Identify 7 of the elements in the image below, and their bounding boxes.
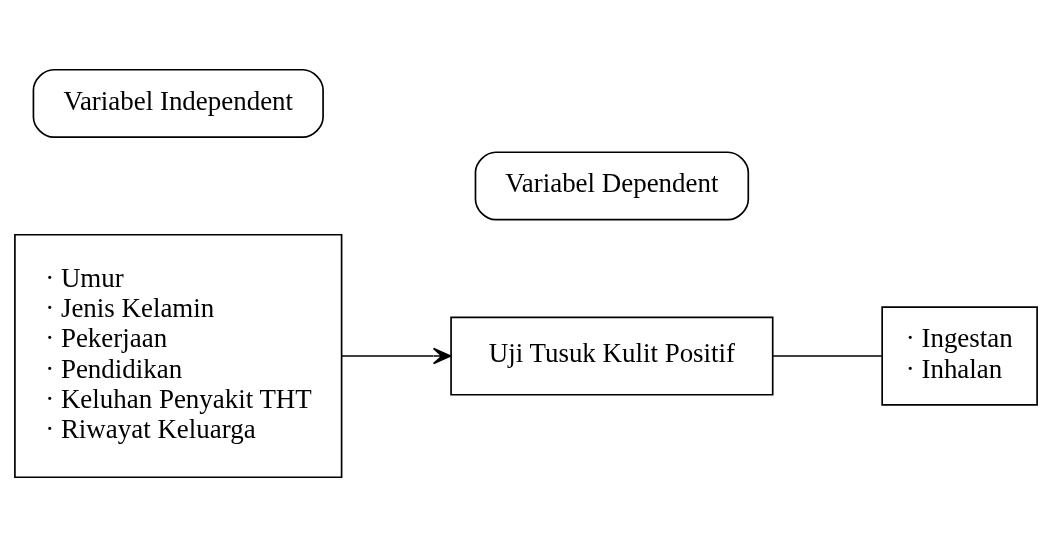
node-box: Variabel Dependent [474, 151, 750, 221]
arrow [341, 347, 452, 365]
node-box: · Ingestan · Inhalan [881, 306, 1038, 406]
node-box: Variabel Independent [32, 68, 324, 138]
node-box: Uji Tusuk Kulit Positif [450, 316, 774, 396]
connector [772, 355, 883, 357]
node-box: · Umur · Jenis Kelamin · Pekerjaan · Pendidikan · Keluhan Penyakit THT · Riwayat Keluarga [14, 233, 343, 479]
